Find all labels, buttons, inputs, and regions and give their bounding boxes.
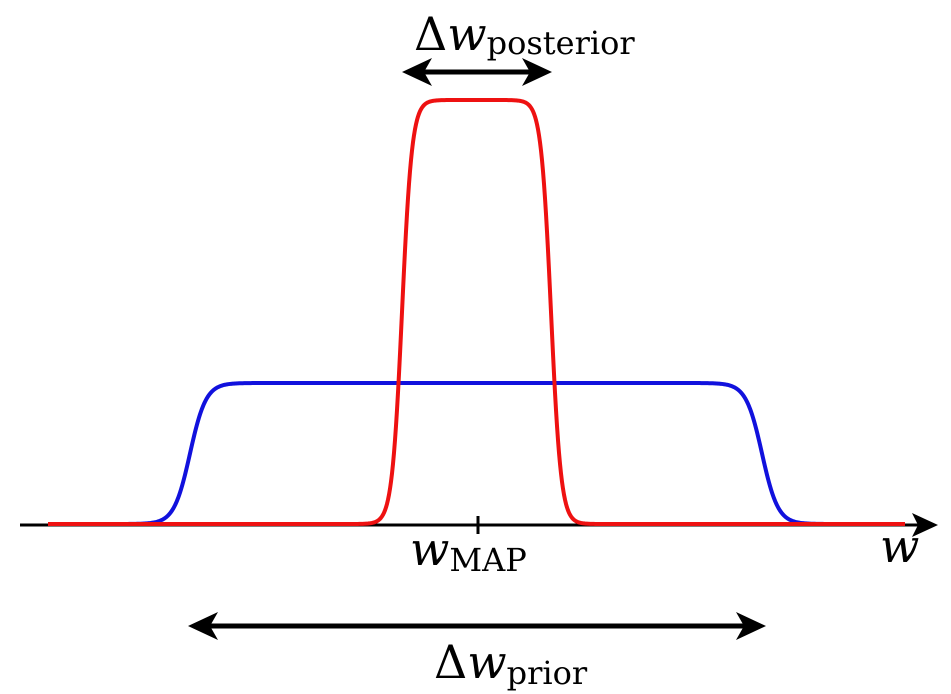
posterior-delta-symbol: Δ [414, 7, 447, 61]
map-w-symbol: w [410, 522, 449, 576]
prior-subscript: prior [507, 654, 588, 692]
w-axis-label: w [880, 519, 919, 573]
posterior-width-label: Δwposterior [414, 7, 635, 62]
prior-width-arrow [188, 612, 766, 640]
prior-delta-symbol: Δ [434, 635, 467, 689]
posterior-width-arrow [402, 58, 552, 86]
posterior-curve [47, 98, 906, 526]
map-subscript: MAP [449, 541, 526, 579]
posterior-subscript: posterior [487, 24, 636, 62]
map-label: wMAP [410, 522, 527, 579]
prior-width-label: Δwprior [434, 635, 588, 692]
posterior-w-symbol: w [447, 7, 486, 61]
w-axis-arrowhead [912, 513, 938, 537]
prior-curve [47, 381, 906, 526]
prior-w-symbol: w [467, 635, 506, 689]
